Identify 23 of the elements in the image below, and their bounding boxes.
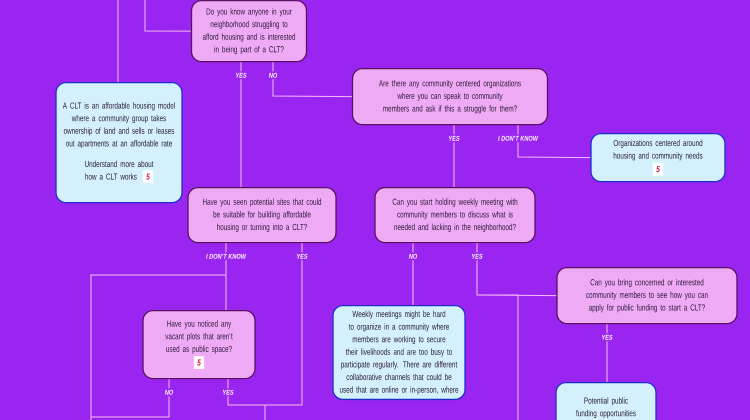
connector-line <box>606 324 608 382</box>
question-box: Can you bring concerned or interested community members to see how you can apply for public funding to start a CLT? <box>556 267 738 324</box>
connector-line <box>240 62 242 188</box>
connector-line <box>90 378 170 418</box>
question-box: Are there any community centered organizations where you can speak to community members and ask if this a struggle for them? <box>352 68 548 126</box>
number-badge: 5 <box>194 356 204 369</box>
question-box: Have you noticed any vacant plots that aren't used as public space? 5 <box>142 310 256 380</box>
info-box: Organizations centered around housing and community needs 5 <box>590 133 726 182</box>
connector-line <box>272 62 352 98</box>
info-box: Weekly meetings might be hard to organize in a community where members are working to secure their livelihoods and are too busy to participate regularly. There are different collaborative channels that could be used that are online or in-person, where <box>332 305 466 400</box>
question-box: Have you seen potential sites that could be suitable for building affordable housing or turning into a CLT? <box>187 187 337 244</box>
number-badge: 5 <box>652 162 664 176</box>
number-badge: 5 <box>142 170 154 184</box>
connector-line <box>518 124 591 158</box>
connector-line <box>412 242 414 306</box>
connector-line <box>476 242 518 420</box>
connector-line <box>228 378 266 420</box>
question-box: Can you start holding weekly meeting with community members to discuss what is needed and lacking in the neighborhood? <box>374 187 536 244</box>
question-box: Do you know anyone in your neighborhood struggling to afford housing and is interested in being part of a CLT? <box>190 0 308 62</box>
connector-line <box>144 0 192 32</box>
connector-line <box>90 242 226 420</box>
info-box: Potential public funding opportunities <box>555 382 657 420</box>
info-box: A CLT is an affordable housing model where a community group takes ownership of land and sells or leases out apartments at an affordable rate Understand more about how a CLT works 5 <box>55 82 183 204</box>
